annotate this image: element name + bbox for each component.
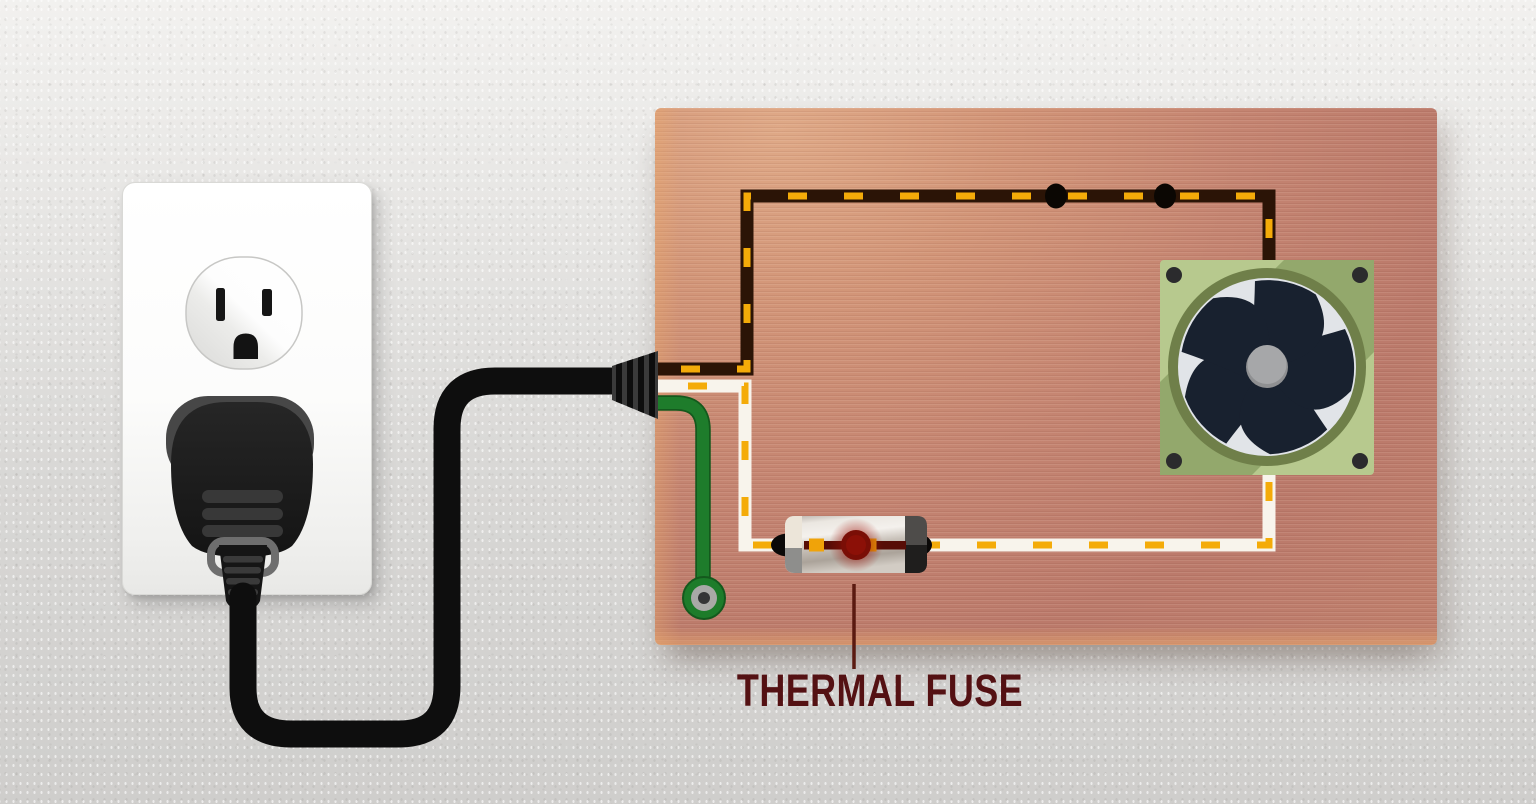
circuit-wiring: [658, 183, 1276, 620]
plug-grip-ridge: [202, 525, 283, 537]
plug-neck-ridge: [223, 556, 263, 563]
power-plug: [166, 396, 314, 610]
fan-screw: [1352, 267, 1368, 283]
fuse-cap-left-lower: [785, 548, 802, 573]
fuse-hot-spot-core: [846, 535, 866, 555]
plug-grip-ridge: [202, 490, 283, 503]
junction-dot: [1154, 183, 1176, 209]
plug-grip-ridge: [202, 508, 283, 520]
junction-dot: [1045, 183, 1067, 209]
hot-wire-current-dashes: [658, 192, 1273, 373]
plug-neck-ridge: [226, 578, 260, 585]
outlet-socket: [185, 256, 303, 370]
plug-neck-ridge: [224, 567, 261, 574]
hot-wire: [658, 189, 1276, 376]
thermal-fuse: [771, 516, 932, 573]
thermal-fuse-label: THERMAL FUSE: [736, 665, 1024, 716]
fan-screw: [1166, 267, 1182, 283]
power-cord: [229, 367, 635, 748]
neutral-wire: [658, 379, 1276, 552]
ground-wire: [658, 395, 711, 581]
socket-ground-hole: [233, 333, 258, 359]
fan-screw: [1352, 453, 1368, 469]
cord-strain-relief: [612, 351, 658, 419]
fan-screw: [1166, 453, 1182, 469]
fan-hub-top: [1247, 345, 1287, 384]
socket-slot-right: [262, 289, 272, 316]
socket-slot-left: [216, 288, 225, 321]
ground-lug: [682, 576, 726, 620]
socket-face: [185, 256, 303, 370]
fuse-cap-right-lower: [905, 545, 927, 573]
fuse-contact-left: [809, 538, 824, 552]
cooling-fan: [1160, 260, 1374, 475]
